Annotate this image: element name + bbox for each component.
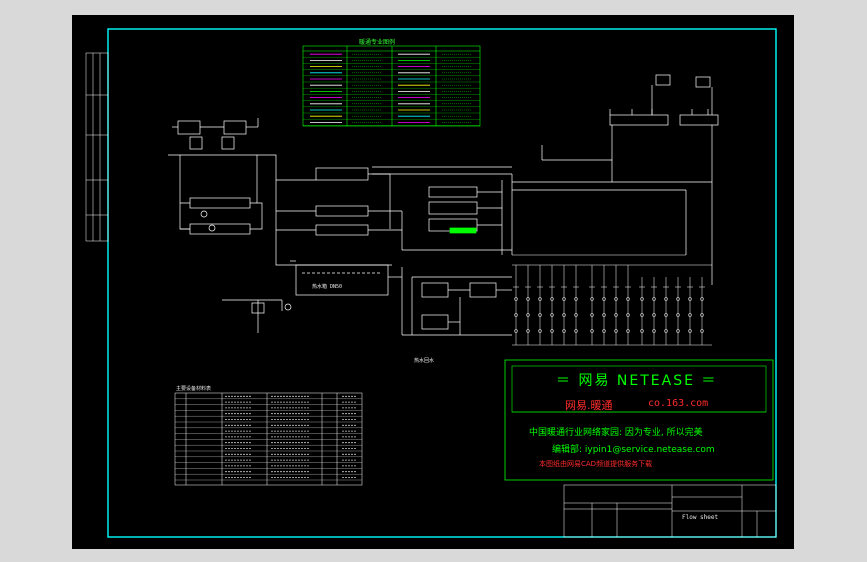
- equipment-table-title: 主要设备材料表: [176, 386, 212, 392]
- equipment-table: [174, 392, 363, 486]
- drawing-sheet: 暖通专业图例 ＝ 网易 NETEASE ＝ 网易.暖通 co.163.com 中…: [72, 15, 794, 549]
- branch-risers: [512, 254, 712, 346]
- legend-table: [302, 45, 481, 127]
- heater-units: [168, 118, 392, 266]
- netease-brand: 网易.暖通: [565, 399, 613, 412]
- legend-title: 暖通专业图例: [359, 39, 396, 46]
- hot-water-return-label: 热水回水: [414, 358, 435, 364]
- drawing-frame: [107, 28, 777, 538]
- tank-label: 热水箱 DN50: [312, 284, 343, 290]
- hot-water-tank: [290, 260, 512, 336]
- netease-title: ＝ 网易 NETEASE ＝: [556, 373, 718, 389]
- drawing-name: Flow sheet: [682, 514, 719, 521]
- revision-strip: [85, 52, 109, 242]
- netease-email[interactable]: 编辑部: iypin1@service.netease.com: [552, 445, 715, 455]
- central-exchanger: [401, 174, 712, 255]
- heat-exchangers: [276, 166, 512, 236]
- collector-manifold: [541, 74, 719, 285]
- makeup-water: [222, 299, 292, 333]
- netease-slogan: 中国暖通行业网络家园: 因为专业, 所以完美: [529, 428, 703, 438]
- title-block: [563, 484, 777, 538]
- netease-note: 本图纸由网易CAD频道提供服务下载: [539, 460, 653, 468]
- schematic-canvas: [85, 28, 777, 538]
- netease-url[interactable]: co.163.com: [648, 398, 709, 409]
- branding-panel: [504, 359, 774, 481]
